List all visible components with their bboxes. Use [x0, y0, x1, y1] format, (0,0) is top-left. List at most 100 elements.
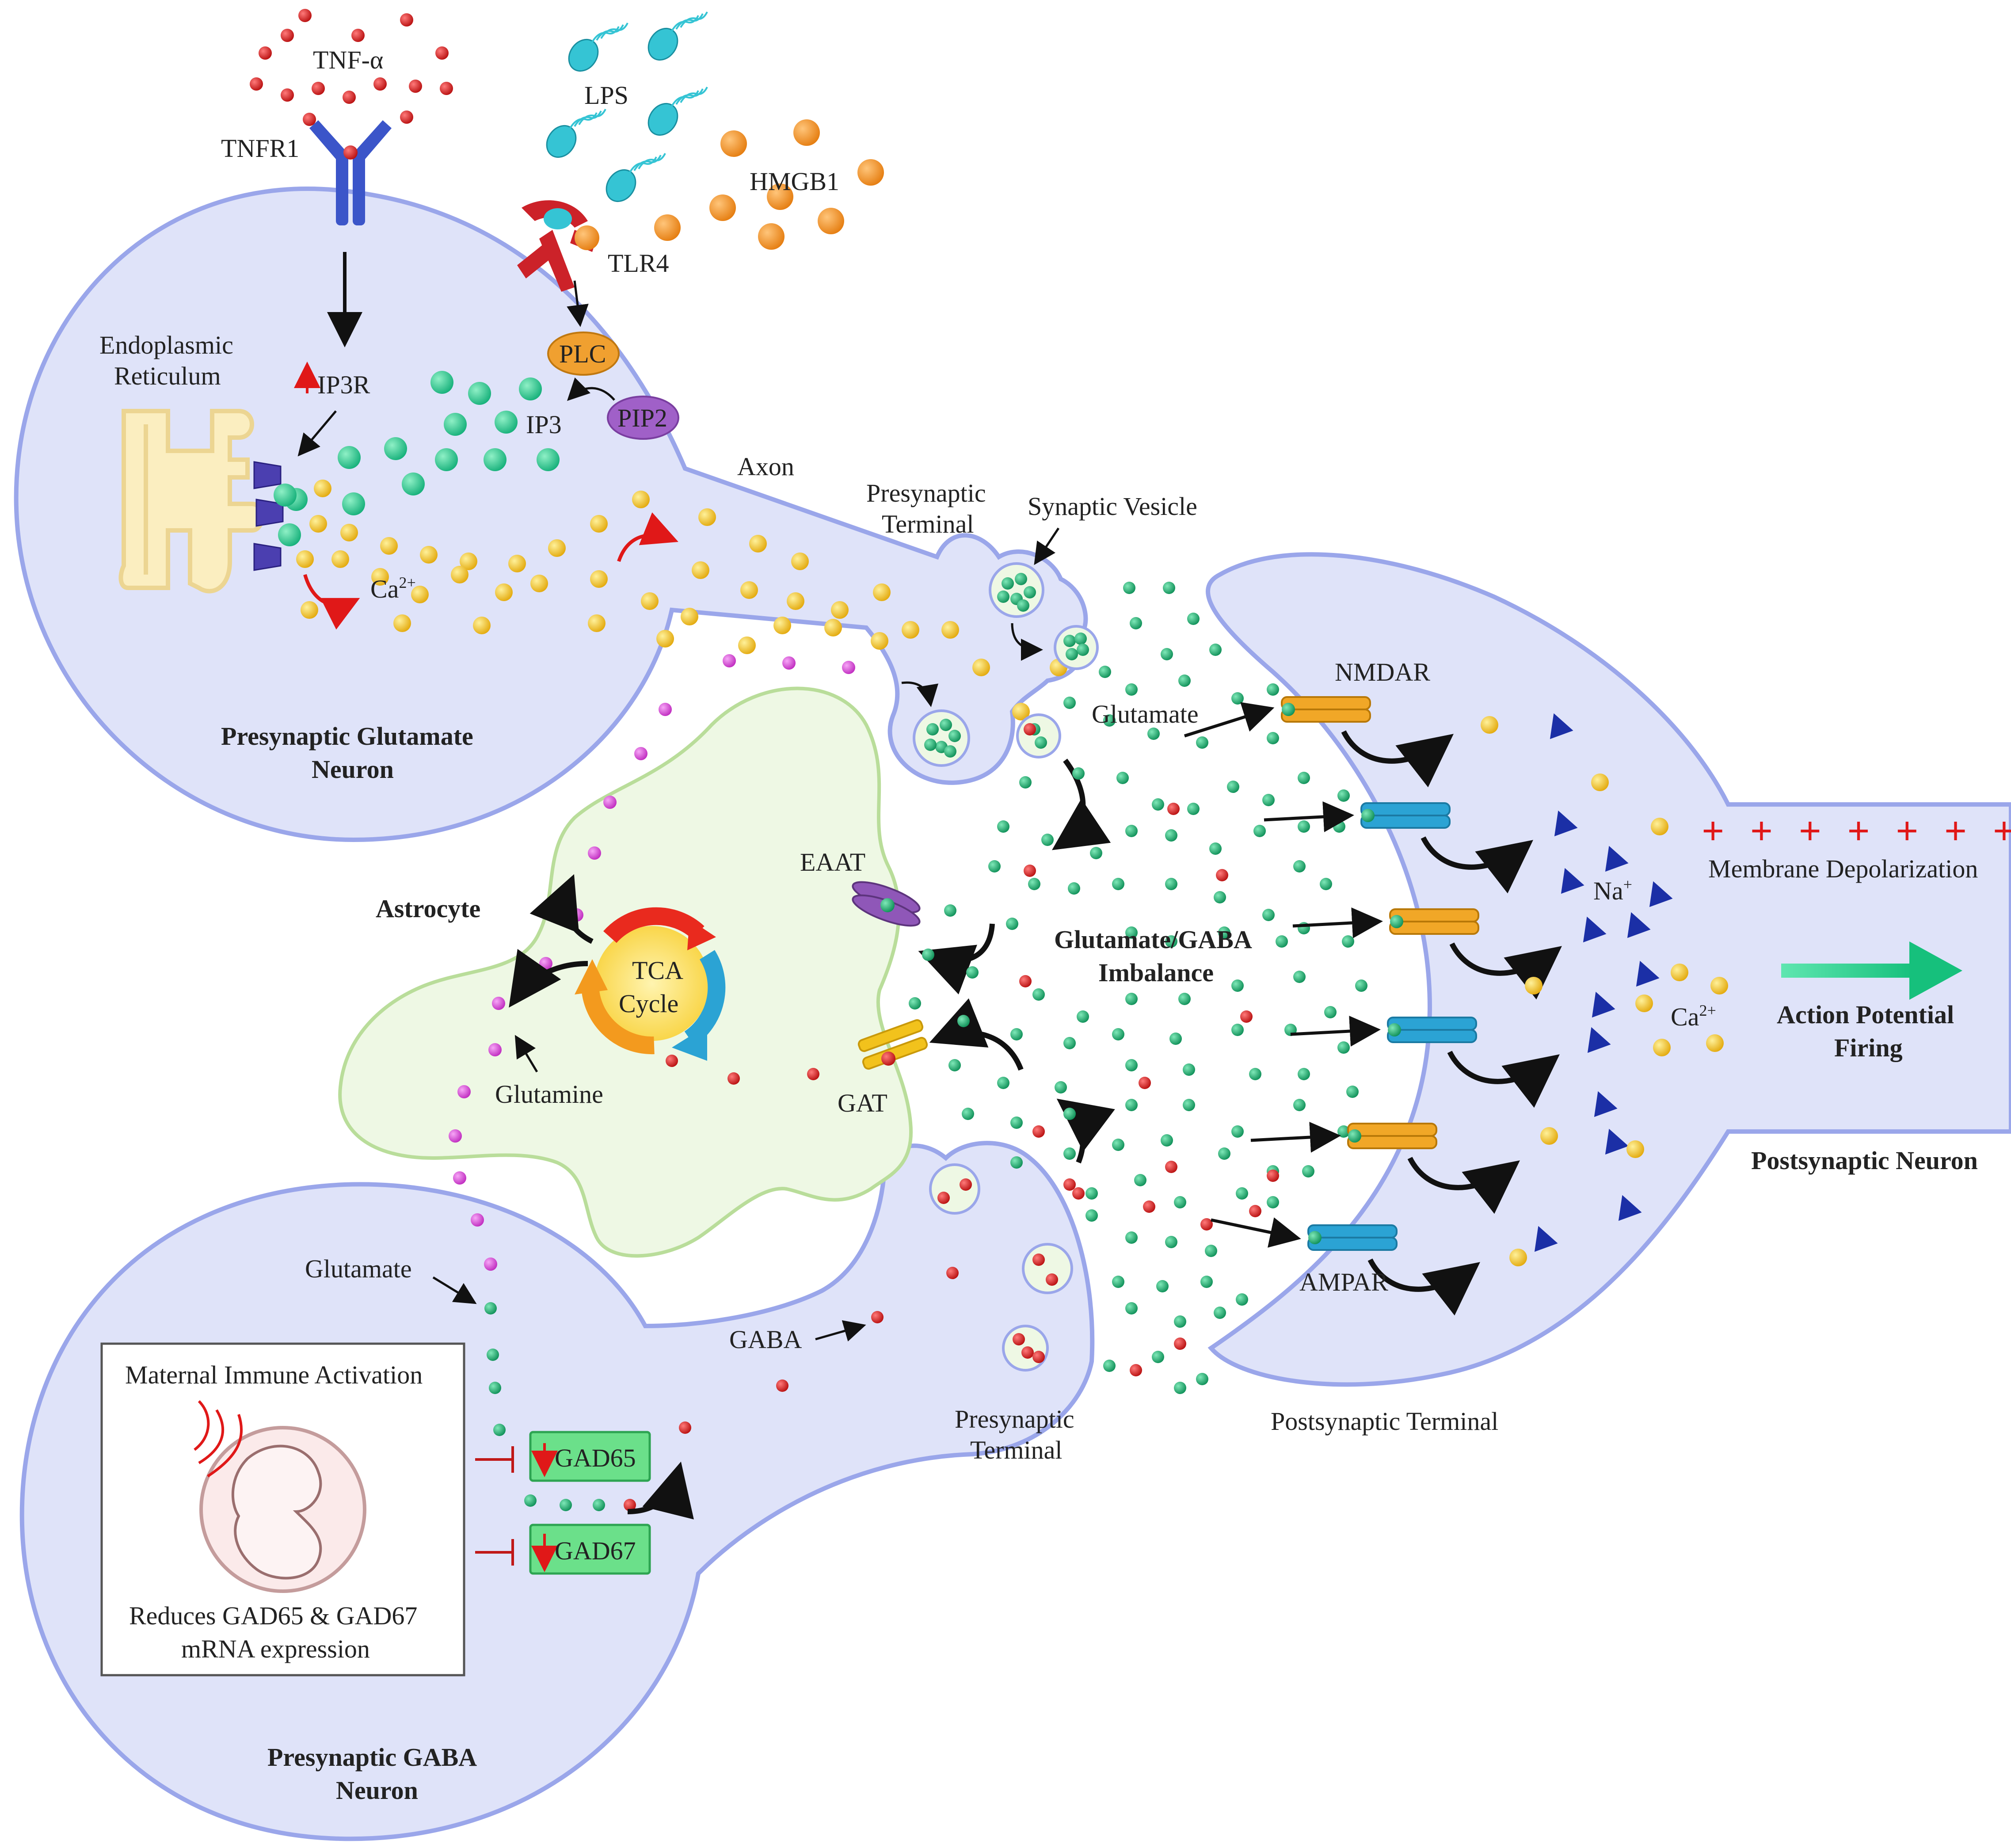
sodium-ion	[1561, 868, 1584, 894]
tnf-alpha-dot	[250, 77, 263, 91]
astrocyte-label: Astrocyte	[376, 894, 480, 923]
cleft-glutamate	[1165, 829, 1177, 842]
hmgb1-dot	[758, 223, 785, 250]
calcium-ion	[340, 524, 358, 541]
cleft-glutamate	[1125, 926, 1138, 939]
action-potential-line1: Action Potential	[1777, 1000, 1954, 1029]
cleft-gaba	[1032, 1125, 1045, 1138]
tca-label-line1: TCA	[632, 956, 683, 985]
cleft-glutamate	[957, 1015, 970, 1027]
calcium-ion	[1540, 1127, 1558, 1145]
postsynaptic-receptors	[1184, 696, 1562, 1316]
synaptic-vesicle-pointer	[1034, 527, 1060, 565]
cleft-glutamate	[1227, 781, 1239, 793]
depolarization-signs: + + + + + + +	[1702, 809, 2011, 853]
vesicle-glutamate	[1015, 573, 1027, 585]
vesicle-glutamate	[1035, 736, 1047, 749]
cleft-glutamate	[1267, 732, 1279, 744]
sodium-ion	[1554, 810, 1578, 837]
cleft-glutamate	[1152, 1351, 1164, 1363]
nmdar-receptor	[1281, 709, 1371, 723]
action-potential-arrow	[1781, 941, 1962, 1000]
cleft-gaba	[1240, 1010, 1253, 1023]
cleft-glutamate	[1214, 891, 1226, 903]
cleft-glutamate	[1077, 1010, 1089, 1023]
lps-flagellum	[569, 112, 598, 129]
glutamate-dot	[560, 1499, 572, 1511]
bound-glutamate	[1390, 915, 1403, 928]
cleft-gaba	[1130, 1364, 1142, 1376]
lps-flagellum	[671, 15, 699, 32]
hmgb1-dot	[818, 208, 844, 234]
tnf-alpha-dot	[312, 82, 325, 95]
calcium-ion	[902, 621, 919, 639]
calcium-ion	[1653, 1039, 1671, 1056]
gaba-neuron-label-line1: Presynaptic GABA	[267, 1743, 477, 1772]
vesicle-glutamate	[924, 739, 937, 751]
cleft-glutamate	[1010, 1028, 1023, 1040]
calcium-ion	[632, 491, 650, 508]
tnf-alpha-label: TNF-α	[313, 46, 383, 74]
cleft-glutamate	[1112, 1139, 1124, 1151]
sodium-ion	[1587, 1027, 1611, 1053]
cleft-glutamate	[944, 904, 956, 917]
hmgb1-label: HMGB1	[750, 167, 839, 196]
cleft-glutamate	[1200, 1276, 1213, 1288]
cleft-gaba	[1216, 869, 1228, 881]
cleft-glutamate	[1006, 918, 1018, 930]
lps-label: LPS	[584, 81, 628, 110]
gad65-label: GAD65	[555, 1444, 636, 1472]
vesicle-glutamate	[1017, 599, 1029, 612]
cleft-glutamate	[1346, 1086, 1359, 1098]
sodium-ion	[1534, 1226, 1558, 1252]
cleft-glutamate	[1063, 1147, 1076, 1160]
vesicle-gaba	[1013, 1333, 1025, 1345]
sodium-ion	[1636, 960, 1660, 987]
eaat-label: EAAT	[800, 848, 865, 876]
glutamate-gaba-conversion-molecules	[484, 1302, 691, 1511]
cleft-glutamate	[1183, 1063, 1195, 1076]
gaba-label: GABA	[729, 1325, 802, 1354]
ip3-dot	[484, 448, 507, 471]
lps-flagellum	[633, 155, 662, 171]
ip3-dot	[435, 448, 458, 471]
cleft-glutamate	[1085, 1209, 1098, 1222]
calcium-ion	[1626, 1140, 1644, 1158]
calcium-ion	[1671, 964, 1688, 981]
cleft-gaba	[1165, 1161, 1177, 1173]
tnf-alpha-dot	[409, 80, 422, 93]
calcium-ions-postsynaptic	[1481, 716, 1728, 1266]
membrane-depolarization-label: Membrane Depolarization	[1708, 854, 1978, 883]
gad67-label: GAD67	[555, 1536, 636, 1565]
cleft-glutamate	[1125, 993, 1138, 1005]
glutamine-label: Glutamine	[495, 1080, 603, 1109]
cleft-glutamate	[1063, 1108, 1076, 1120]
cleft-glutamate	[1196, 736, 1208, 749]
tnf-alpha-dot	[281, 88, 294, 102]
gad65-enzyme	[529, 1431, 651, 1482]
cleft-glutamate	[1174, 1315, 1186, 1328]
cleft-glutamate	[1262, 794, 1275, 806]
bound-glutamate	[1282, 703, 1295, 716]
calcium-ion	[420, 546, 438, 564]
cleft-glutamate	[1068, 882, 1080, 895]
receptor-binding-arrow	[1292, 907, 1383, 938]
tnf-alpha-dot	[400, 110, 413, 124]
glutamate-dot	[524, 1494, 537, 1507]
ip3r-channels	[253, 461, 284, 571]
tnf-alpha-dot	[343, 91, 356, 104]
ampar-label: AMPAR	[1299, 1268, 1388, 1296]
lps-flagellum	[629, 156, 657, 173]
calcium-ion	[1012, 703, 1030, 720]
ip3-dot	[274, 484, 297, 507]
pip2-label: PIP2	[617, 404, 667, 432]
lps-flagellum	[680, 87, 708, 103]
glutamine-dot	[588, 846, 601, 860]
cleft-glutamate	[1231, 979, 1244, 992]
calcium-ion	[738, 636, 756, 654]
vesicle-gaba	[1032, 1351, 1045, 1363]
cleft-glutamate	[1010, 1116, 1023, 1129]
cleft-gaba	[1267, 1170, 1279, 1182]
nmdar-receptor	[1389, 921, 1479, 935]
